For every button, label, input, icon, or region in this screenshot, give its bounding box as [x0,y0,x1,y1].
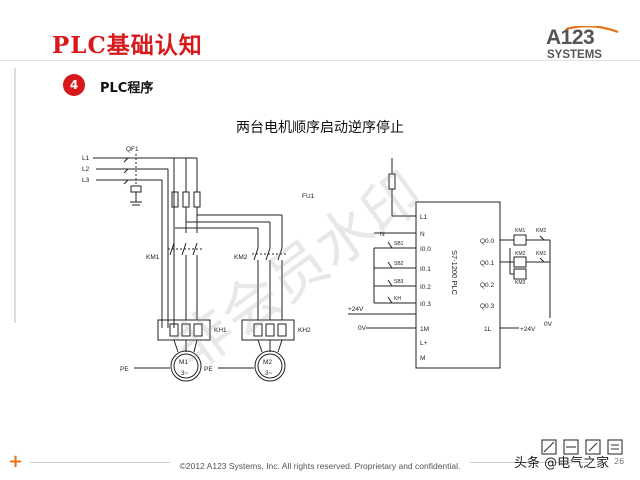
source-credit: 头条 @电气之家 [514,456,610,471]
label-i01: I0.1 [420,266,431,273]
plus-icon: + [8,451,24,472]
label-m: M [420,355,425,362]
label-kh1: KH1 [214,327,227,334]
label-1m: 1M [420,326,429,333]
label-coil-km3: KM3 [515,280,526,286]
section-number-badge: 4 [63,74,85,96]
label-l2: L2 [82,166,90,173]
logo-swoosh-icon [565,26,619,34]
label-1l: 1L [484,326,492,333]
logo-text: A123 [546,26,595,49]
label-n: N [380,231,385,238]
wiring-diagram: L1 L2 L3 QF1 FU1 KM1 KM2 KH1 KH2 PE PE M… [82,146,553,382]
social-share-icons [541,439,623,455]
label-m2: M2 [263,359,272,366]
label-0v-right: 0V [544,321,553,328]
label-kh: KH [394,296,401,302]
label-m2-phase: 3~ [265,370,273,377]
label-q01: Q0.1 [480,260,494,267]
footer-rule-left [30,462,170,463]
label-km1: KM1 [146,254,160,261]
header-divider [0,60,640,61]
label-plc-n: N [420,231,425,238]
label-pe-2: PE [204,366,213,373]
label-sb1: SB1 [394,241,404,247]
label-pe-1: PE [120,366,129,373]
page-number: 26 [614,457,625,466]
label-plc-model: S7-1200 PLC [450,250,459,296]
label-coil-km1: KM1 [515,228,526,234]
label-kh2: KH2 [298,327,311,334]
diagram-title: 两台电机顺序启动逆序停止 [236,120,404,136]
label-i03: I0.3 [420,301,431,308]
label-i00: I0.0 [420,246,431,253]
label-q02: Q0.2 [480,282,494,289]
label-qf1: QF1 [126,146,139,153]
label-0v-left: 0V [358,325,367,332]
slide-title: PLC基础认知 [52,32,203,59]
label-q03: Q0.3 [480,303,494,310]
label-l3: L3 [82,177,90,184]
label-q00: Q0.0 [480,238,494,245]
label-plus24v-left: +24V [348,306,364,313]
label-l1: L1 [82,155,90,162]
label-plc-l1: L1 [420,214,428,221]
label-plus24v-right: +24V [520,326,536,333]
label-lplus: L+ [420,340,428,347]
label-m1-phase: 3~ [181,370,189,377]
company-logo: A123 SYSTEMS [546,26,620,66]
label-km2: KM2 [234,254,248,261]
left-accent-bar [14,68,16,323]
logo-subtext: SYSTEMS [547,49,602,61]
footer-rule-right [470,462,590,463]
label-contact-km1: KM1 [536,251,547,257]
label-sb3: SB3 [394,279,404,285]
label-coil-km2: KM2 [515,251,526,257]
label-i02: I0.2 [420,284,431,291]
section-label: PLC程序 [100,81,154,96]
label-m1: M1 [179,359,188,366]
copyright-text: ©2012 A123 Systems, Inc. All rights rese… [179,461,461,471]
label-sb2: SB2 [394,261,404,267]
label-fu1: FU1 [302,193,315,200]
diagram-labels: L1 L2 L3 QF1 FU1 KM1 KM2 KH1 KH2 PE PE M… [82,146,553,377]
label-contact-km2: KM2 [536,228,547,234]
